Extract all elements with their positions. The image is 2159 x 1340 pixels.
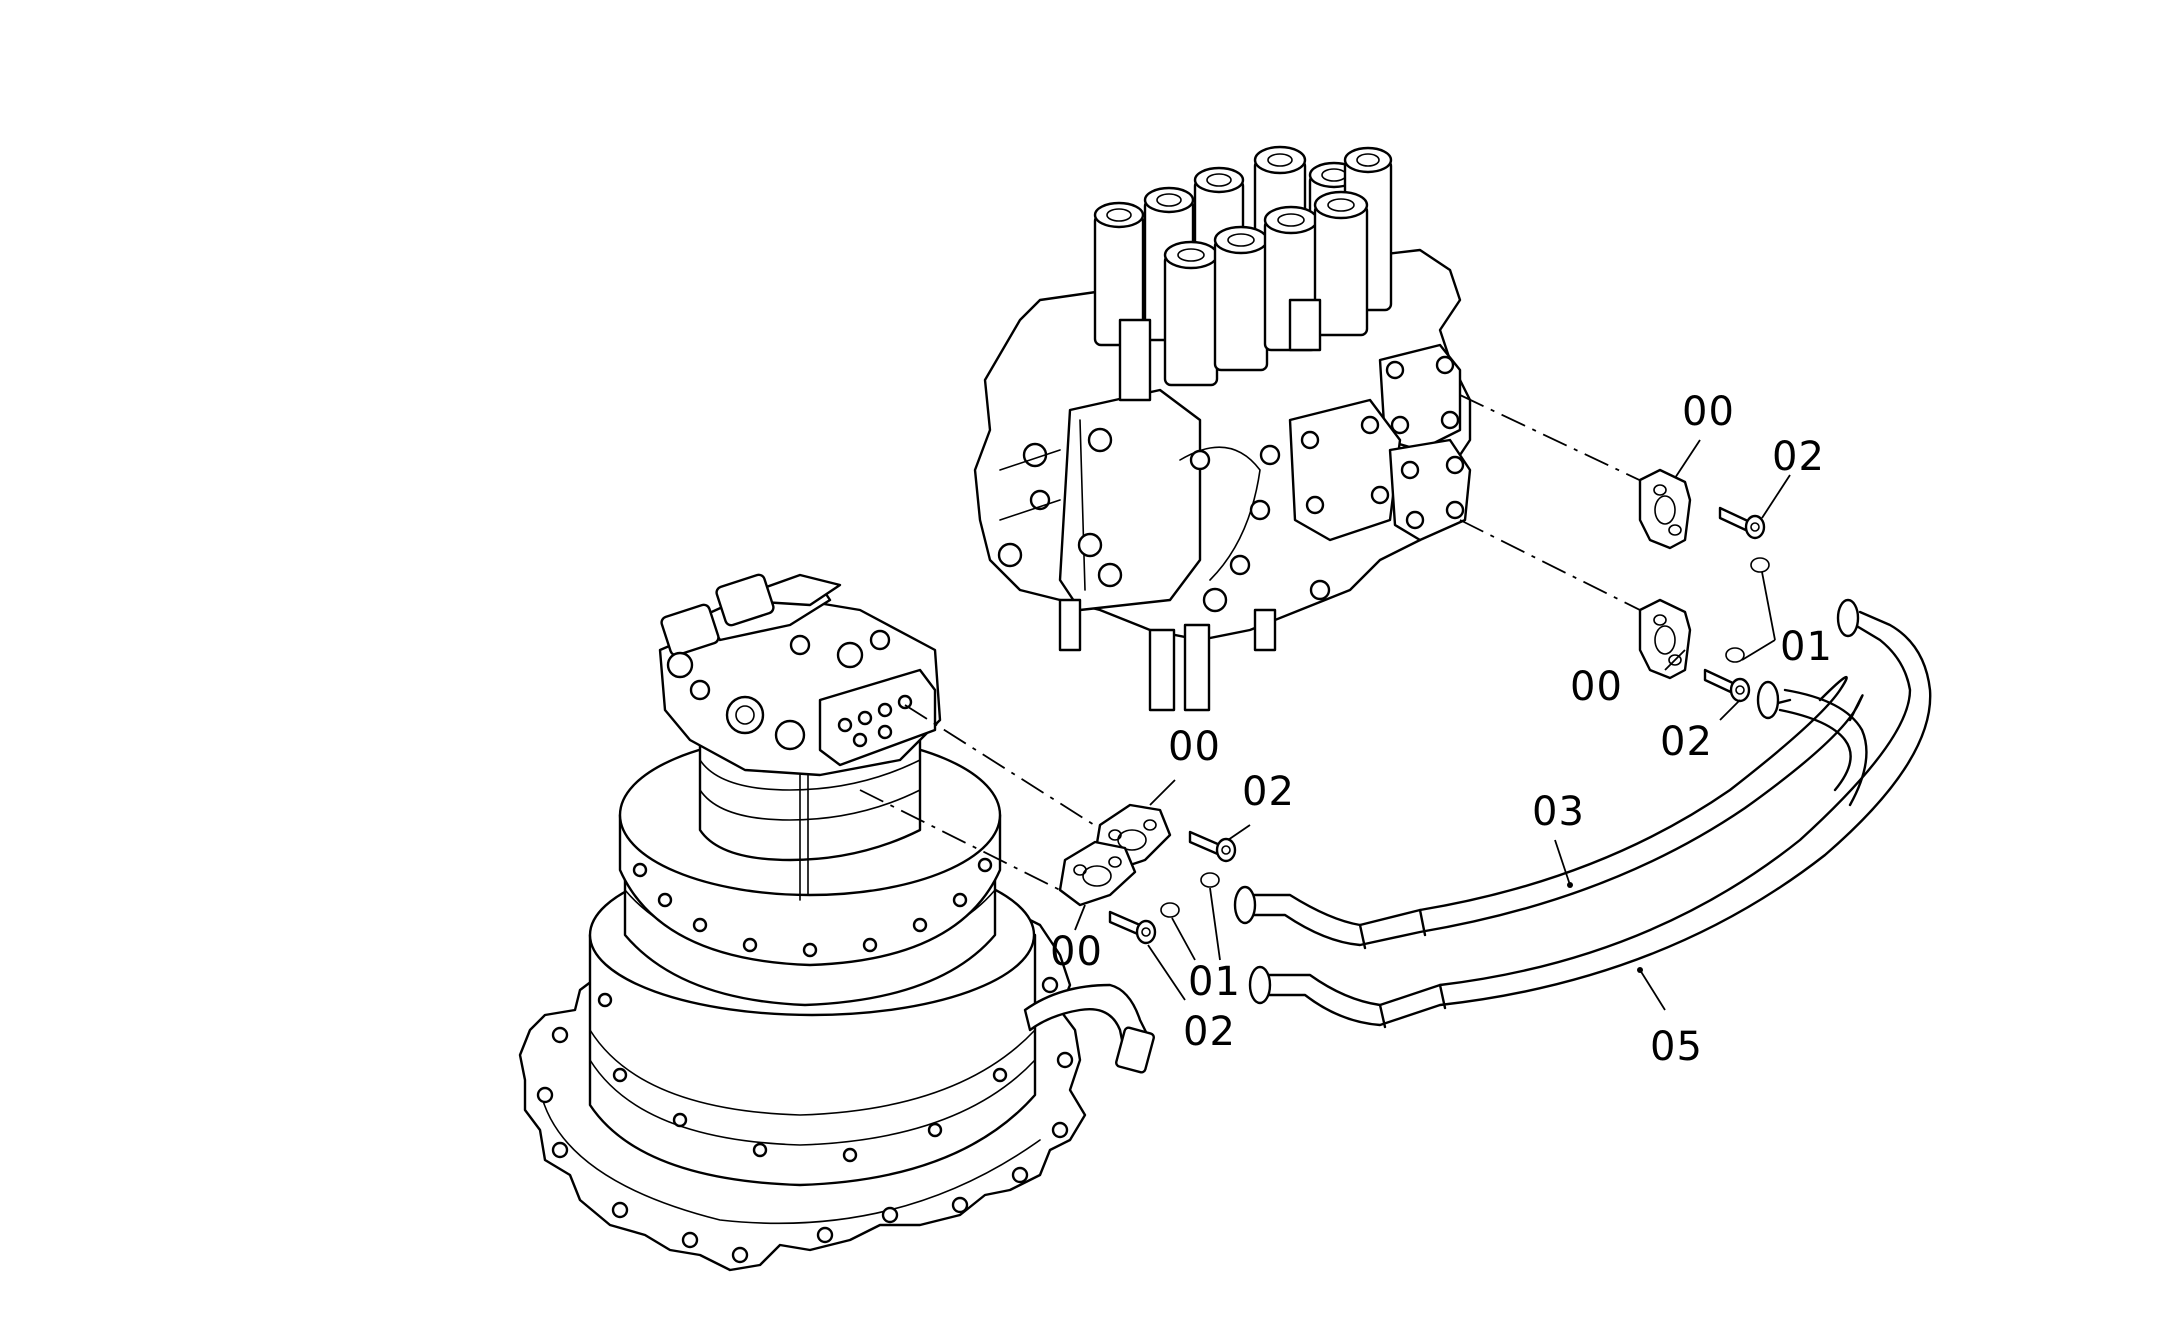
callout-labels: 00 02 01 00 02 00 02 03 00 01 02 05 [1050, 389, 1833, 1070]
callout-00-top: 00 [1682, 389, 1735, 435]
callout-00-mid: 00 [1168, 724, 1221, 770]
flange-bolt-holes [597, 857, 1008, 1163]
upper-o-rings [1725, 557, 1770, 663]
lower-flange-set [1058, 803, 1172, 907]
swing-motor-assembly [518, 573, 1155, 1272]
callout-01-right: 01 [1780, 624, 1833, 670]
callout-00-right: 00 [1570, 664, 1623, 710]
upper-bolts [1703, 506, 1766, 703]
callout-01-low: 01 [1188, 959, 1241, 1005]
leader-lines [1074, 439, 1791, 1011]
callout-02-right: 02 [1660, 719, 1713, 765]
callout-02-top: 02 [1772, 434, 1825, 480]
control-valve-assembly [973, 145, 1472, 712]
hose-fittings [1233, 598, 1860, 1005]
callout-02-low: 02 [1183, 1009, 1236, 1055]
callout-05: 05 [1650, 1024, 1703, 1070]
assembly-center-lines [859, 394, 1651, 901]
hose-05 [1263, 610, 1932, 1029]
upper-flange-set [1638, 468, 1692, 680]
lower-bolts [1108, 830, 1237, 945]
callout-02-mid: 02 [1242, 769, 1295, 815]
callout-00-low: 00 [1050, 929, 1103, 975]
lower-o-rings [1160, 872, 1220, 918]
callout-03: 03 [1532, 789, 1585, 835]
